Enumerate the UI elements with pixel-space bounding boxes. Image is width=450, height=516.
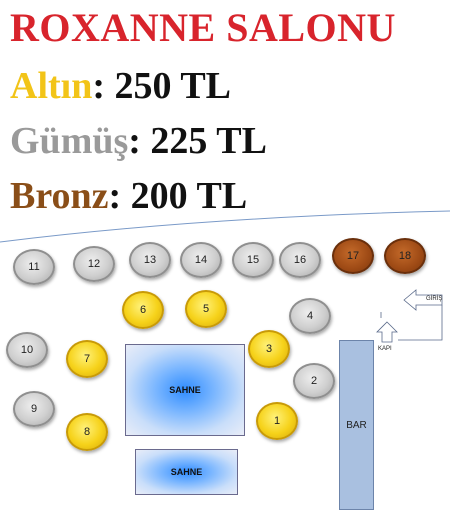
table-16[interactable]: 16 (279, 242, 321, 278)
table-11-label: 11 (28, 261, 40, 273)
table-9-label: 9 (30, 403, 38, 415)
table-1[interactable]: 1 (256, 402, 298, 440)
table-6[interactable]: 6 (122, 291, 164, 329)
table-1-label: 1 (273, 415, 281, 427)
price-silver: Gümüş: 225 TL (10, 119, 267, 163)
table-2-label: 2 (310, 375, 318, 387)
table-15-label: 15 (246, 254, 260, 266)
table-18[interactable]: 18 (384, 238, 426, 274)
price-gold: Altın: 250 TL (10, 64, 231, 108)
table-3[interactable]: 3 (248, 330, 290, 368)
entrance-area (380, 289, 443, 341)
table-4-label: 4 (306, 310, 314, 322)
table-4[interactable]: 4 (289, 298, 331, 334)
stage-main-label: SAHNE (169, 385, 201, 395)
arrow-up-icon (376, 321, 398, 343)
tier-gold-label: Altın (10, 65, 93, 107)
table-16-label: 16 (293, 254, 307, 266)
table-8[interactable]: 8 (66, 413, 108, 451)
table-11[interactable]: 11 (13, 249, 55, 285)
table-12[interactable]: 12 (73, 246, 115, 282)
table-10-label: 10 (20, 344, 34, 356)
tier-silver-label: Gümüş (10, 120, 129, 162)
table-6-label: 6 (139, 304, 147, 316)
table-3-label: 3 (265, 343, 273, 355)
divider-line (0, 210, 450, 243)
table-7-label: 7 (83, 353, 91, 365)
table-14-label: 14 (194, 254, 208, 266)
table-10[interactable]: 10 (6, 332, 48, 368)
table-14[interactable]: 14 (180, 242, 222, 278)
door-area (376, 321, 398, 343)
arrow-left-icon (403, 289, 443, 311)
table-13-label: 13 (143, 254, 157, 266)
table-15[interactable]: 15 (232, 242, 274, 278)
bar-counter: BAR (339, 340, 374, 510)
bar-label: BAR (346, 419, 367, 431)
page-title: ROXANNE SALONU (10, 5, 396, 50)
table-8-label: 8 (83, 426, 91, 438)
table-13[interactable]: 13 (129, 242, 171, 278)
price-bronze-value: : 200 TL (108, 175, 248, 217)
table-5[interactable]: 5 (185, 290, 227, 328)
table-18-label: 18 (398, 250, 412, 262)
table-9[interactable]: 9 (13, 391, 55, 427)
price-silver-value: : 225 TL (128, 120, 267, 162)
stage-main: SAHNE (125, 344, 245, 436)
table-5-label: 5 (202, 303, 210, 315)
price-bronze: Bronz: 200 TL (10, 174, 247, 218)
price-gold-value: : 250 TL (92, 65, 232, 107)
table-12-label: 12 (87, 258, 101, 270)
table-17-label: 17 (346, 250, 360, 262)
stage-small-label: SAHNE (170, 467, 203, 477)
stage-small: SAHNE (135, 449, 238, 495)
table-2[interactable]: 2 (293, 363, 335, 399)
table-7[interactable]: 7 (66, 340, 108, 378)
entrance-label: GİRİŞ (426, 296, 443, 302)
table-17[interactable]: 17 (332, 238, 374, 274)
door-label: KAPI (378, 346, 392, 352)
tier-bronze-label: Bronz (10, 175, 109, 217)
